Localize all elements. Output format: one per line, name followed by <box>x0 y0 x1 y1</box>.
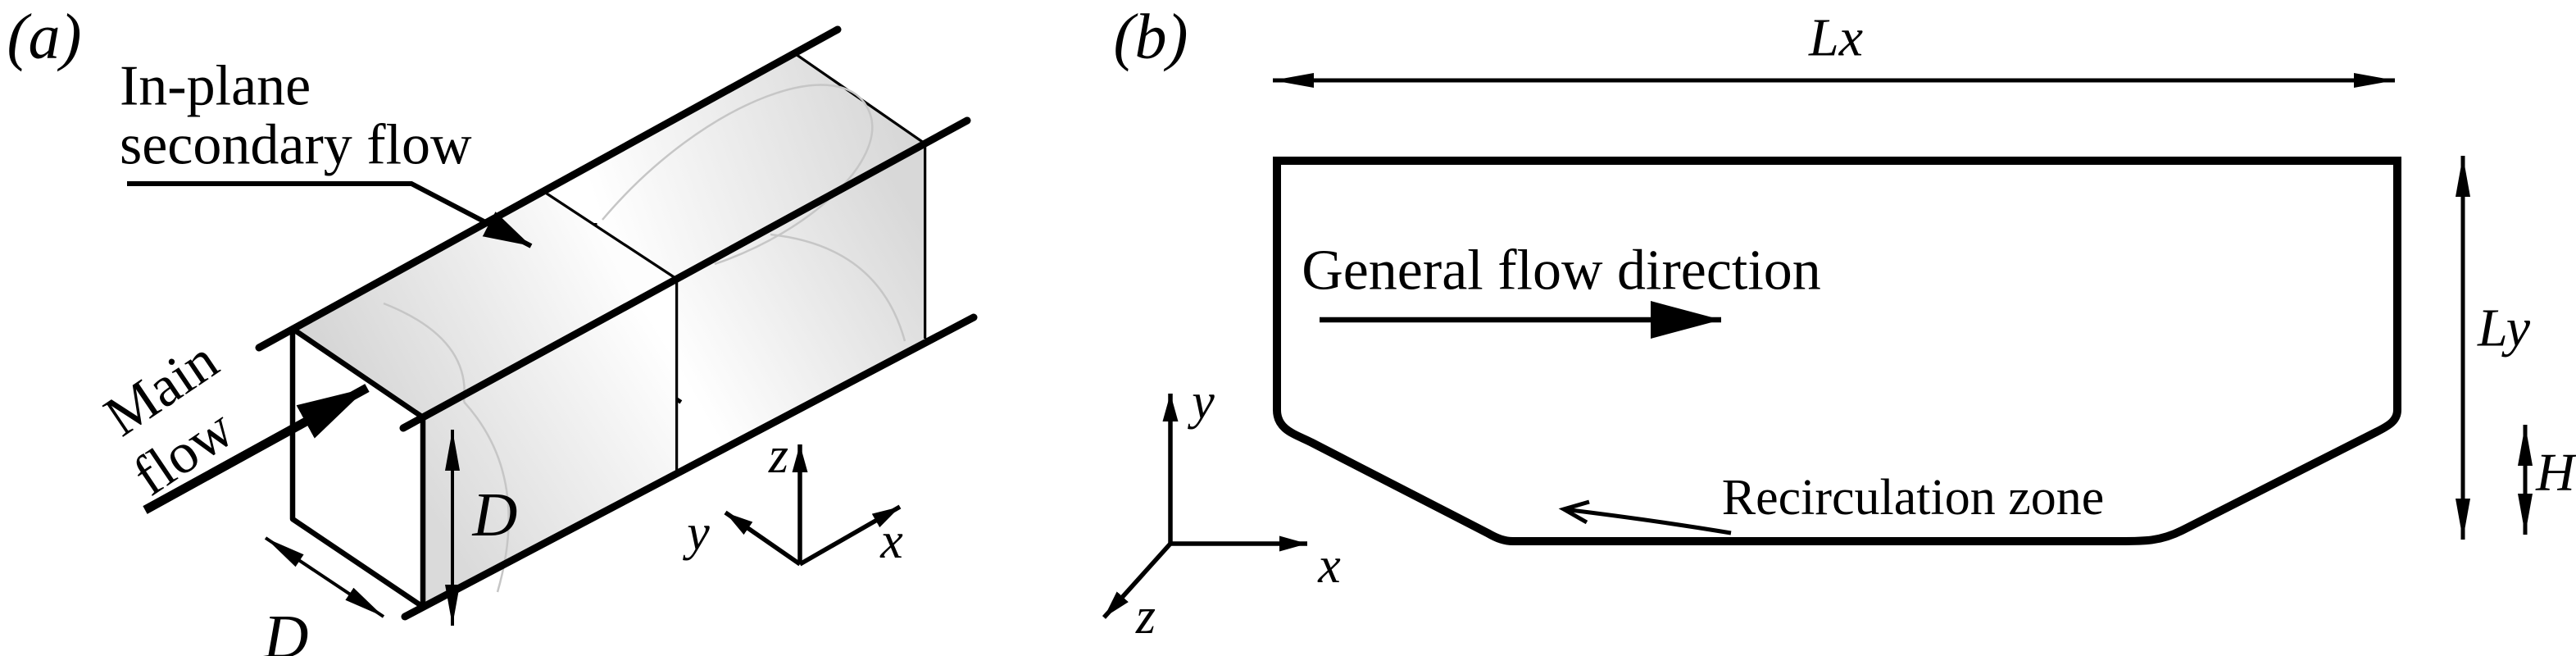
dim-ly-label: Ly <box>2477 298 2531 358</box>
secondary-flow-label-line2: secondary flow <box>120 114 472 177</box>
duct-rear-side-face <box>675 144 924 474</box>
duct-front-top-face <box>293 192 675 417</box>
axis-a-x <box>798 504 902 567</box>
recirculation-label: Recirculation zone <box>1722 470 2105 526</box>
axis-b-z-label: z <box>1135 589 1156 645</box>
panel-b-tag: (b) <box>1114 1 1188 72</box>
axes-b: y x z <box>1102 374 1341 645</box>
dim-height-label: D <box>472 481 518 549</box>
velocity-contour-front-top <box>383 302 466 403</box>
panel-b: Lx Ly H General flow direction Recircula… <box>1102 1 2576 645</box>
axis-a-z-label: z <box>768 428 788 484</box>
recirculation-arrow <box>1563 507 1732 535</box>
duct-edge-top-right <box>399 116 971 432</box>
axis-b-y-label: y <box>1187 374 1215 430</box>
axis-b-x-label: x <box>1317 538 1341 594</box>
axis-a-y-label: y <box>682 505 710 561</box>
axis-a-x-label: x <box>879 513 903 569</box>
flow-direction-label: General flow direction <box>1302 239 1821 303</box>
duct-rear-top-face <box>542 54 924 280</box>
duct-front-side-face <box>423 280 675 607</box>
axes-a: z x y <box>682 428 903 569</box>
recirculation-arrowhead <box>1558 499 1590 525</box>
main-flow-arrow <box>143 384 370 514</box>
velocity-contour-rear-top <box>602 84 874 266</box>
domain-outline <box>1273 157 2401 546</box>
duct-edge-top-left <box>255 25 842 352</box>
axis-b-z <box>1102 542 1173 619</box>
dim-width-label: D <box>263 603 309 656</box>
secondary-flow-leader-arrow <box>127 181 533 248</box>
dim-lx-label: Lx <box>1808 8 1863 68</box>
secondary-flow-label-line1: In-plane <box>120 55 311 118</box>
velocity-contour-rear-side <box>770 233 906 342</box>
panel-a-tag: (a) <box>7 1 82 72</box>
axis-a-y <box>724 510 802 567</box>
dim-h-label: H <box>2535 443 2576 503</box>
duct-edge-bottom-right <box>401 313 978 621</box>
dim-width-arrow <box>264 536 385 618</box>
panel-a: In-plane secondary flow Main flow D D z … <box>7 1 978 656</box>
